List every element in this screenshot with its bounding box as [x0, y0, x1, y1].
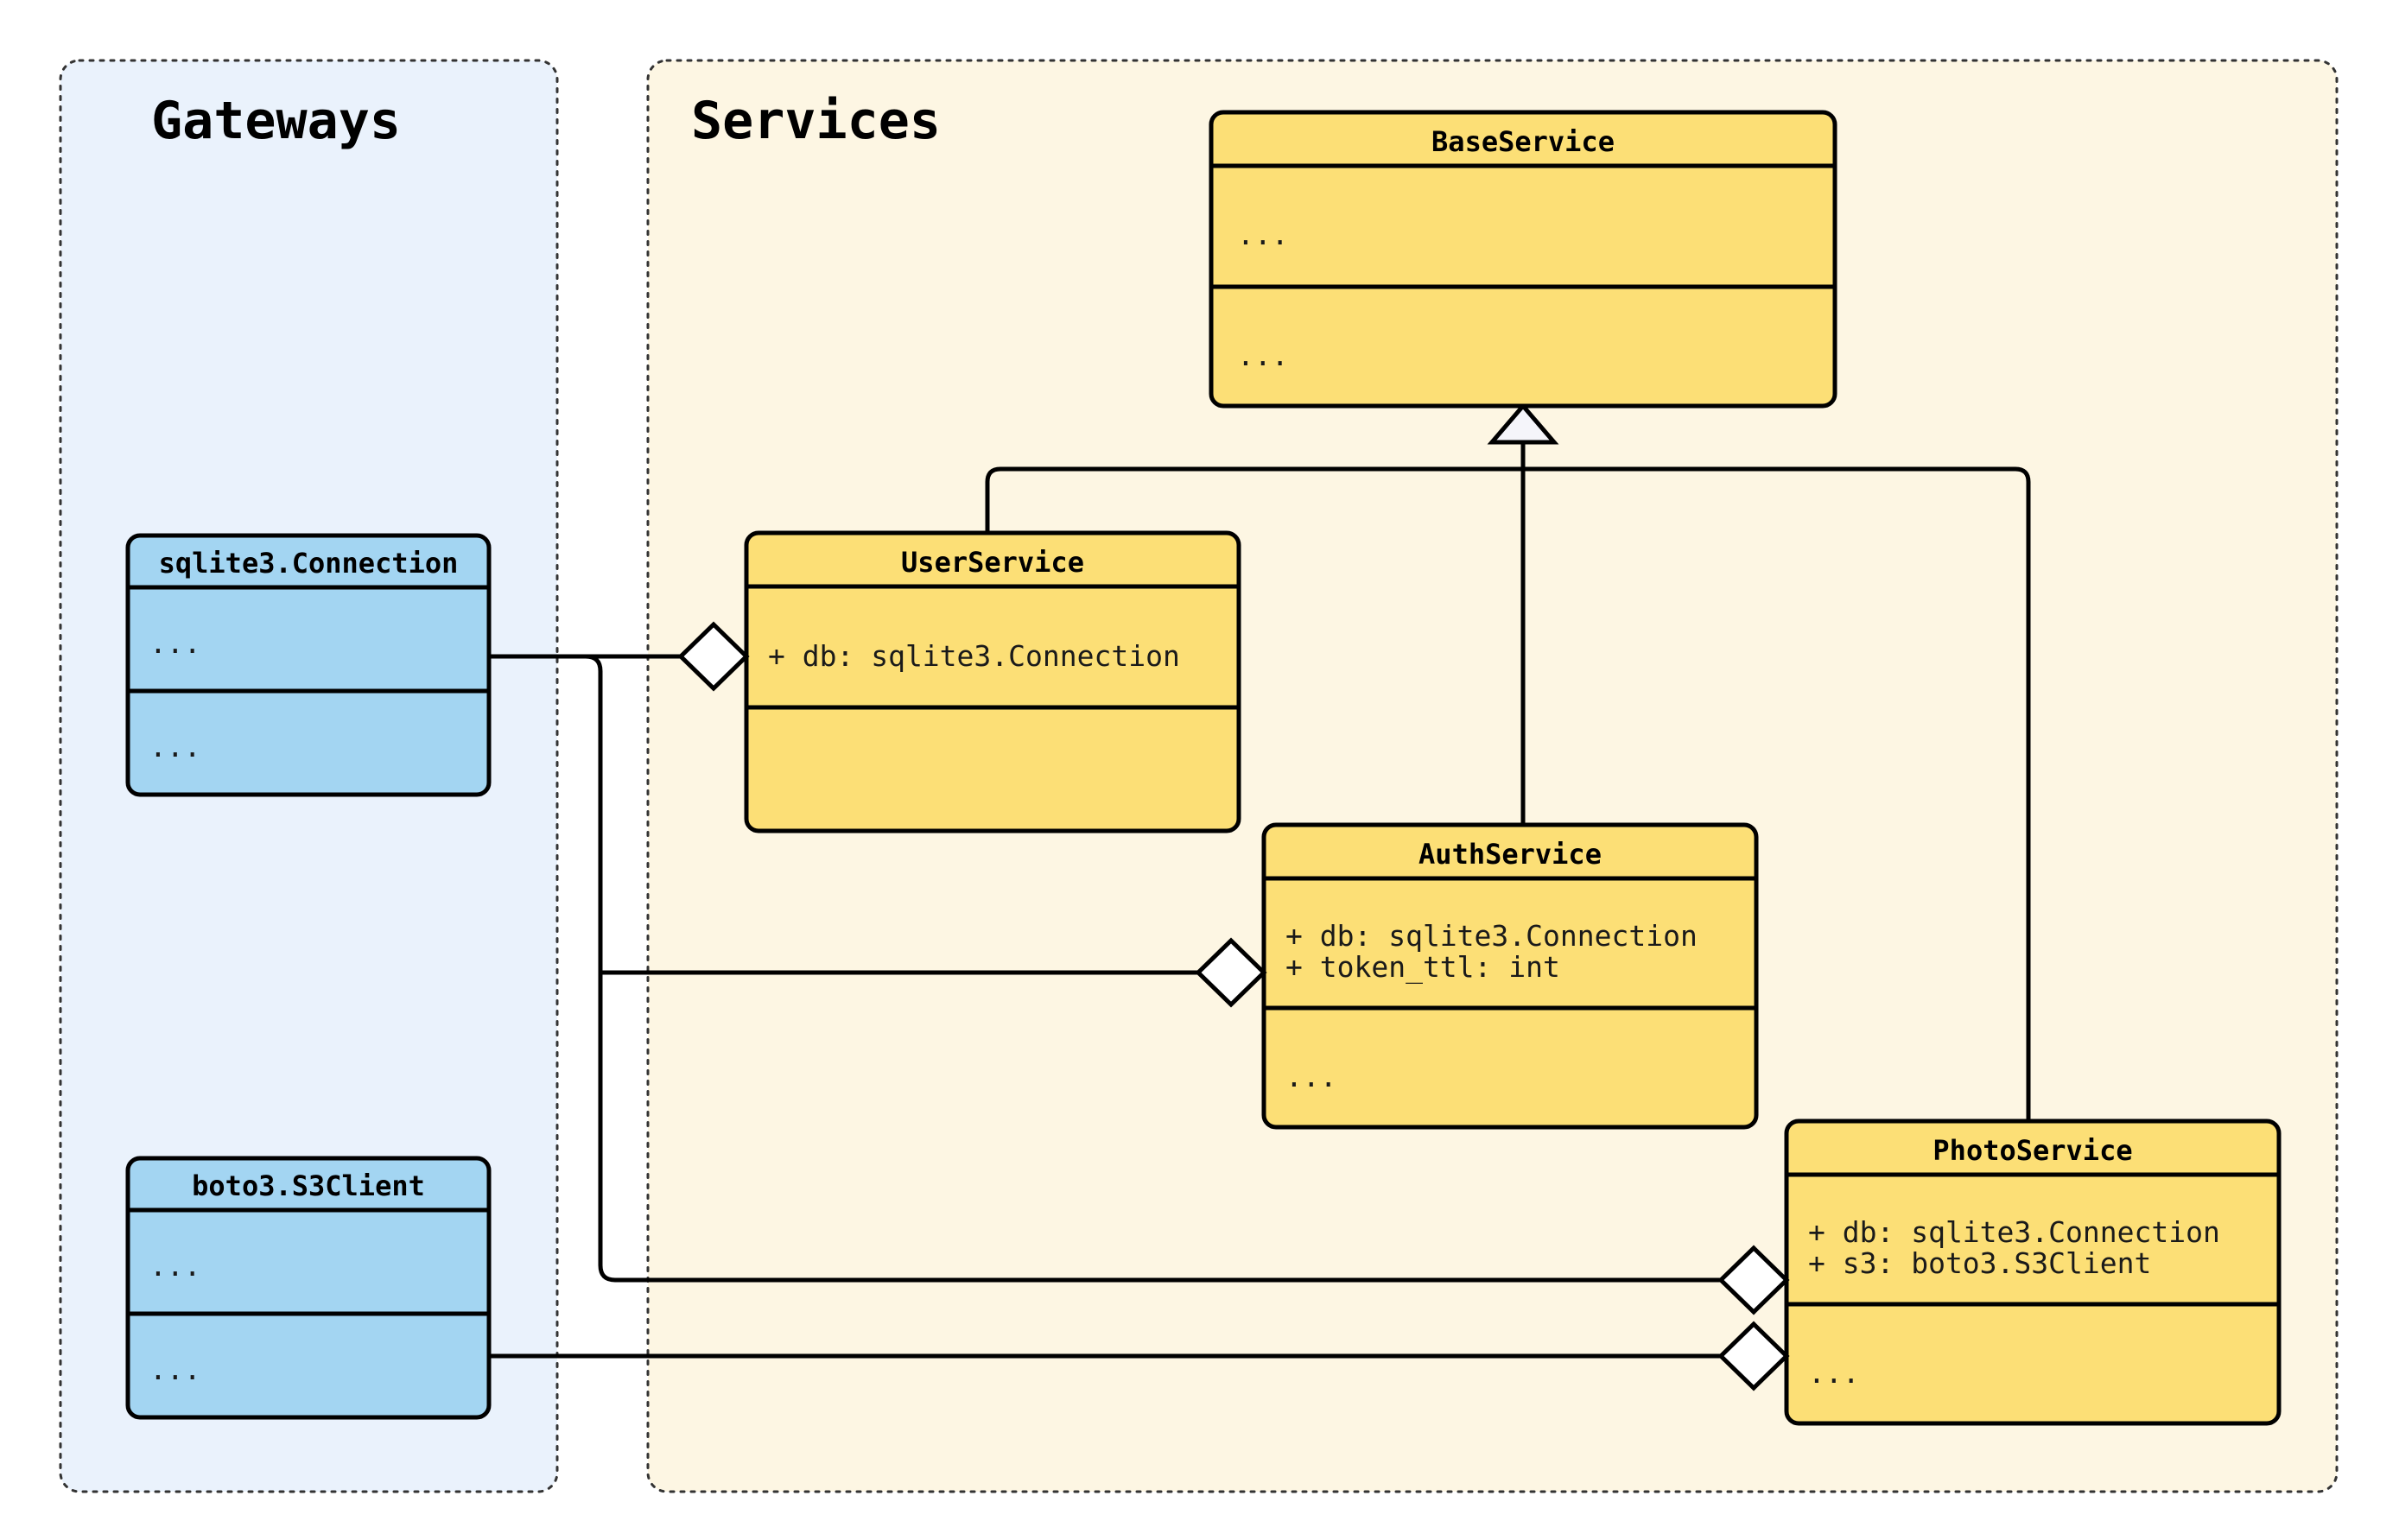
class-authservice-attribute-2: + token_ttl: int — [1285, 950, 1560, 985]
aggregation-diamond-photo-db — [1717, 1245, 1790, 1315]
aggregation-diamond-user-db — [677, 621, 750, 692]
class-authservice-box — [1261, 822, 1759, 1130]
class-photoservice-name: PhotoService — [1933, 1134, 2132, 1167]
class-authservice-attribute-1: + db: sqlite3.Connection — [1285, 919, 1698, 953]
class-userservice[interactable]: UserService + db: sqlite3.Connection — [744, 530, 1241, 833]
class-sqlite3-connection-method: ... — [149, 730, 201, 764]
class-baseservice-method: ... — [1237, 339, 1289, 372]
aggregation-trunk-sqlite — [570, 654, 1754, 1283]
class-baseservice-attribute: ... — [1237, 218, 1289, 251]
class-boto3-s3client-name: boto3.S3Client — [192, 1169, 425, 1202]
class-userservice-box — [744, 530, 1241, 833]
class-photoservice[interactable]: PhotoService + db: sqlite3.Connection + … — [1784, 1119, 2282, 1426]
class-authservice[interactable]: AuthService + db: sqlite3.Connection + t… — [1261, 822, 1759, 1130]
class-boto3-s3client-box — [125, 1156, 492, 1420]
package-gateways-title: Gateways — [151, 91, 401, 151]
generalization-edge-userservice — [985, 466, 1523, 533]
class-photoservice-attribute-1: + db: sqlite3.Connection — [1808, 1215, 2220, 1249]
generalization-arrowhead-icon — [1487, 402, 1559, 445]
class-sqlite3-connection-name: sqlite3.Connection — [159, 547, 459, 580]
package-services-title: Services — [691, 91, 941, 151]
class-sqlite3-connection-attribute: ... — [149, 626, 201, 660]
class-sqlite3-connection-box — [125, 533, 492, 797]
generalization-edge-photoservice — [1523, 466, 2031, 1121]
class-userservice-name: UserService — [901, 546, 1084, 579]
class-userservice-attribute: + db: sqlite3.Connection — [768, 639, 1180, 673]
aggregation-diamond-photo-s3 — [1717, 1321, 1790, 1391]
class-photoservice-method: ... — [1808, 1356, 1860, 1390]
class-authservice-name: AuthService — [1418, 838, 1602, 871]
class-boto3-s3client-method: ... — [149, 1353, 201, 1386]
class-authservice-method: ... — [1285, 1060, 1337, 1093]
class-baseservice-box — [1209, 110, 1837, 409]
class-photoservice-attribute-2: + s3: boto3.S3Client — [1808, 1246, 2151, 1280]
aggregation-edges — [489, 654, 1754, 1359]
class-baseservice-name: BaseService — [1431, 125, 1615, 158]
class-boto3-s3client-attribute: ... — [149, 1249, 201, 1283]
class-boto3-s3client[interactable]: boto3.S3Client ... ... — [125, 1156, 492, 1420]
class-baseservice[interactable]: BaseService ... ... — [1209, 110, 1837, 409]
class-sqlite3-connection[interactable]: sqlite3.Connection ... ... — [125, 533, 492, 797]
aggregation-diamond-auth-db — [1195, 937, 1267, 1008]
class-photoservice-box — [1784, 1119, 2282, 1426]
generalization-edges — [985, 402, 2031, 1121]
